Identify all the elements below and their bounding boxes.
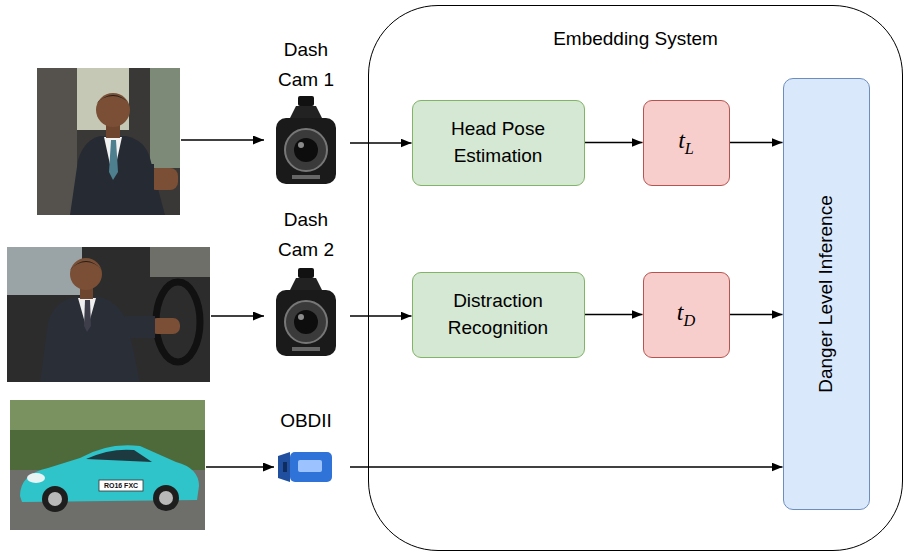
dashcam-icon: [294, 138, 318, 162]
driver-photo: [37, 68, 180, 215]
car-photo: [10, 400, 205, 430]
dashcam-icon: [298, 268, 314, 278]
node-label: Danger Level Inference: [815, 195, 837, 393]
dashcam-icon: [285, 301, 327, 343]
driver-photo: [70, 136, 165, 215]
flow-arrow: [730, 142, 783, 144]
dashcam-icon: [294, 310, 318, 334]
device-node: Dash Cam 2: [262, 205, 350, 362]
node-label: OBDII: [274, 408, 338, 434]
driver-photo: [109, 140, 118, 180]
dashcam-icon: [298, 142, 304, 148]
driver-photo: [150, 247, 210, 277]
node-label: tD: [677, 299, 695, 331]
node-label: Dash Cam 2: [274, 205, 338, 265]
driver-photo: [37, 68, 77, 215]
car-photo: [99, 480, 143, 491]
car-photo: [86, 450, 152, 462]
car-photo: [10, 400, 205, 530]
driver-photo: [7, 247, 210, 382]
node-label: Dash Cam 1: [274, 35, 338, 95]
flow-arrow: [350, 466, 783, 468]
dashcam-icon: [290, 106, 322, 118]
driver-photo: [70, 258, 102, 290]
driver-photo: [96, 93, 130, 127]
driver-photo: [70, 261, 102, 270]
dashcam-icon: [298, 96, 314, 106]
flow-arrow: [585, 314, 643, 316]
flow-arrow: [350, 142, 412, 144]
process-box: Distraction Recognition: [412, 272, 585, 358]
symbol-subscript: D: [683, 310, 695, 329]
symbol-base: t: [678, 127, 685, 153]
obd-icon: [278, 452, 290, 482]
symbol-subscript: L: [685, 138, 694, 157]
flow-arrow: [730, 314, 783, 316]
plate-text: RO16 FXC: [99, 480, 143, 491]
driver-photo: [96, 95, 130, 104]
output-box: tD: [643, 272, 730, 358]
input-arrow: [211, 315, 264, 317]
dashcam-icon: [285, 129, 327, 171]
obd-icon: [278, 452, 332, 482]
car-photo: [159, 491, 173, 505]
dashcam-icon: [276, 290, 336, 356]
process-box: Head Pose Estimation: [412, 100, 585, 186]
driver-photo: [140, 164, 154, 194]
output-box: tL: [643, 100, 730, 186]
dashcam-icon: [298, 314, 304, 320]
node-label: Embedding System: [369, 26, 902, 52]
dashcam-icon: [276, 118, 336, 184]
symbol-base: t: [677, 299, 684, 325]
car-photo: [10, 400, 205, 530]
driver-photo: [84, 300, 91, 332]
dashcam-icon: [292, 347, 320, 351]
obd-icon: [298, 460, 322, 472]
car-photo: [48, 492, 62, 506]
dashcam-icon: [276, 96, 336, 184]
obd-icon: [283, 462, 287, 472]
device-node: OBDII: [262, 408, 350, 486]
system-region: Embedding SystemHead Pose EstimationtLDi…: [368, 5, 903, 551]
dashcam-icon: [290, 278, 322, 290]
car-photo: [153, 485, 179, 511]
driver-photo: [40, 297, 140, 382]
flow-arrow: [585, 142, 643, 144]
driver-photo: [37, 68, 180, 215]
driver-photo: [125, 316, 155, 338]
dashcam-icon: [292, 175, 320, 179]
flow-arrow: [350, 315, 412, 317]
node-label: Distraction Recognition: [423, 288, 574, 341]
device-node: Dash Cam 1: [262, 35, 350, 190]
driver-photo: [150, 68, 180, 168]
node-label: Head Pose Estimation: [423, 116, 574, 169]
car-photo: [27, 473, 45, 483]
obd-icon: [290, 452, 332, 482]
driver-photo: [7, 247, 210, 382]
inference-box: Danger Level Inference: [783, 78, 870, 510]
car-photo: [42, 486, 68, 512]
input-arrow: [206, 466, 274, 468]
input-arrow: [181, 139, 264, 141]
input-arrow: [181, 140, 274, 467]
node-label: tL: [678, 127, 694, 159]
dashcam-icon: [276, 268, 336, 356]
